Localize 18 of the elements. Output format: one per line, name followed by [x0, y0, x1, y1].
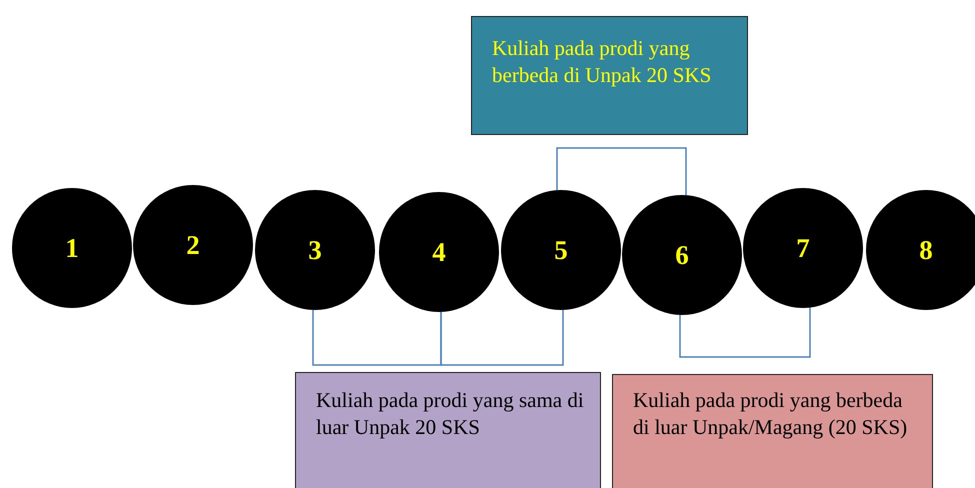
step-number: 2: [186, 230, 200, 260]
box-text: Kuliah pada prodi yang berbeda di luar Unpak/Magang (20 SKS): [633, 387, 908, 441]
text-box: [612, 374, 933, 488]
step-number: 6: [675, 240, 689, 270]
step-number: 3: [308, 234, 322, 266]
step-number: 7: [796, 232, 810, 264]
text-box: [471, 16, 748, 135]
step-number: 5: [554, 234, 568, 266]
bracket-connector: [312, 310, 442, 366]
step-number: 8: [919, 234, 933, 266]
step-number: 1: [65, 232, 79, 264]
bracket-connector: [556, 147, 687, 196]
bracket-connector: [440, 310, 564, 366]
box-text: Kuliah pada prodi yang sama di luar Unpak 20 SKS: [316, 387, 585, 441]
text-box: [295, 372, 601, 488]
step-number: 4: [432, 236, 446, 268]
bracket-connector: [679, 308, 811, 358]
box-text: Kuliah pada prodi yang berbeda di Unpak 20 SKS: [492, 35, 712, 89]
